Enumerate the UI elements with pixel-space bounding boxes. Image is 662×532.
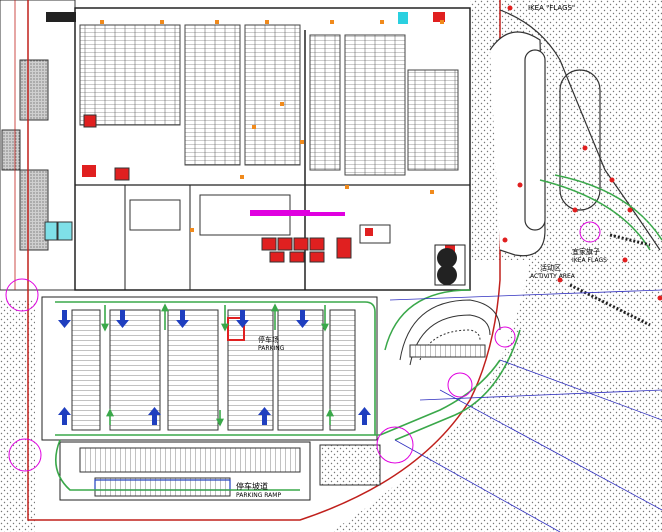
parking-ramp-label: PARKING RAMP [236,492,281,499]
ikea-flags-cn-label: 宜家旗子 [572,247,600,256]
survey-points [502,5,662,301]
traffic-routes [54,301,521,491]
ikea-flags-top-label: IKEA "FLAGS" [528,4,575,12]
survey-circles [5,221,601,472]
store-building [46,7,471,291]
parking-ramp-cn-label: 停车坡道 [236,481,268,491]
parking-lot [41,296,381,501]
spiral-ramp [384,289,501,366]
activity-area-label: ACTIVITY AREA [530,273,576,280]
left-building-strip [0,0,76,291]
ikea-flags-label: IKEA FLAGS [572,257,607,264]
parking-label: PARKING [258,345,285,352]
crosswalk [569,233,651,327]
grid-lines [389,289,662,532]
activity-area-cn-label: 活动区 [540,263,561,272]
parking-cn-label: 停车场 [258,335,279,344]
blue-arrows [58,310,371,425]
road-loop [489,9,662,257]
